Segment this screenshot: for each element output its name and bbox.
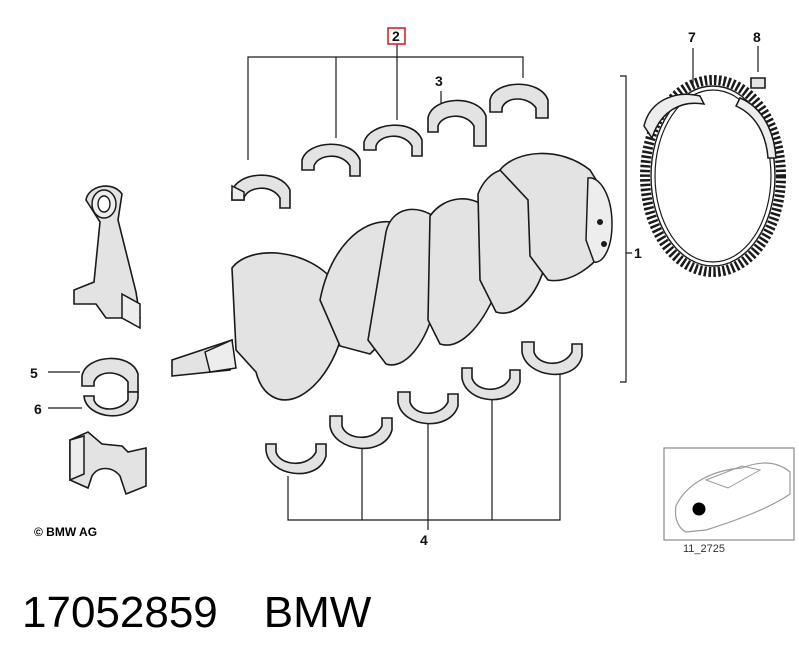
callout-1: 1: [634, 245, 642, 261]
callout-2: 2: [392, 28, 400, 44]
bearing-shell-upper-1: [231, 174, 291, 209]
conrod-cap: [69, 431, 147, 496]
callout-2-highlight: [387, 27, 406, 45]
bearing-shell-lower-1: [265, 443, 327, 475]
bearing-shell-lower-2: [329, 415, 393, 450]
engine-location-marker: [692, 502, 706, 516]
callout-4: 4: [420, 532, 428, 548]
bearing-shell-upper-2: [301, 143, 361, 177]
crankshaft: [171, 75, 632, 401]
leader-1: [620, 75, 632, 383]
callout-7: 7: [688, 29, 696, 45]
callout-8: 8: [753, 29, 761, 45]
callout-labels: 2 3 1 7 8 5 6 4: [30, 27, 761, 548]
bearing-shell-lower-4: [461, 367, 521, 401]
callout-5: 5: [30, 365, 38, 381]
brand-name: BMW: [263, 588, 372, 637]
bearing-shell-lower-3: [397, 391, 459, 425]
leader-4: [287, 372, 561, 530]
footer-caption: 17052859 BMW: [22, 588, 371, 638]
bearing-shell-upper-3: [363, 124, 423, 157]
part-number: 17052859: [22, 588, 218, 637]
vehicle-thumbnail: [663, 447, 795, 541]
diagram-reference-code: 11_2725: [683, 543, 726, 555]
ring-gear: [640, 48, 786, 277]
leader-2: [247, 44, 524, 160]
connecting-rod: [73, 185, 141, 330]
conrod-bearing-lower: [83, 391, 139, 417]
copyright-notice: © BMW AG: [34, 525, 98, 539]
bearing-shell-upper-4: [427, 99, 487, 147]
callout-6: 6: [34, 401, 42, 417]
upper-bearing-shells: [231, 44, 549, 209]
conrod-bearing-shells: [48, 357, 139, 417]
bearing-shell-upper-5: [489, 83, 549, 119]
flywheel-bolt: [750, 46, 766, 89]
conrod-bearing-upper: [81, 357, 139, 393]
callout-3: 3: [435, 73, 443, 89]
bearing-shell-lower-5: [521, 341, 583, 376]
lower-bearing-shells: [265, 341, 583, 530]
